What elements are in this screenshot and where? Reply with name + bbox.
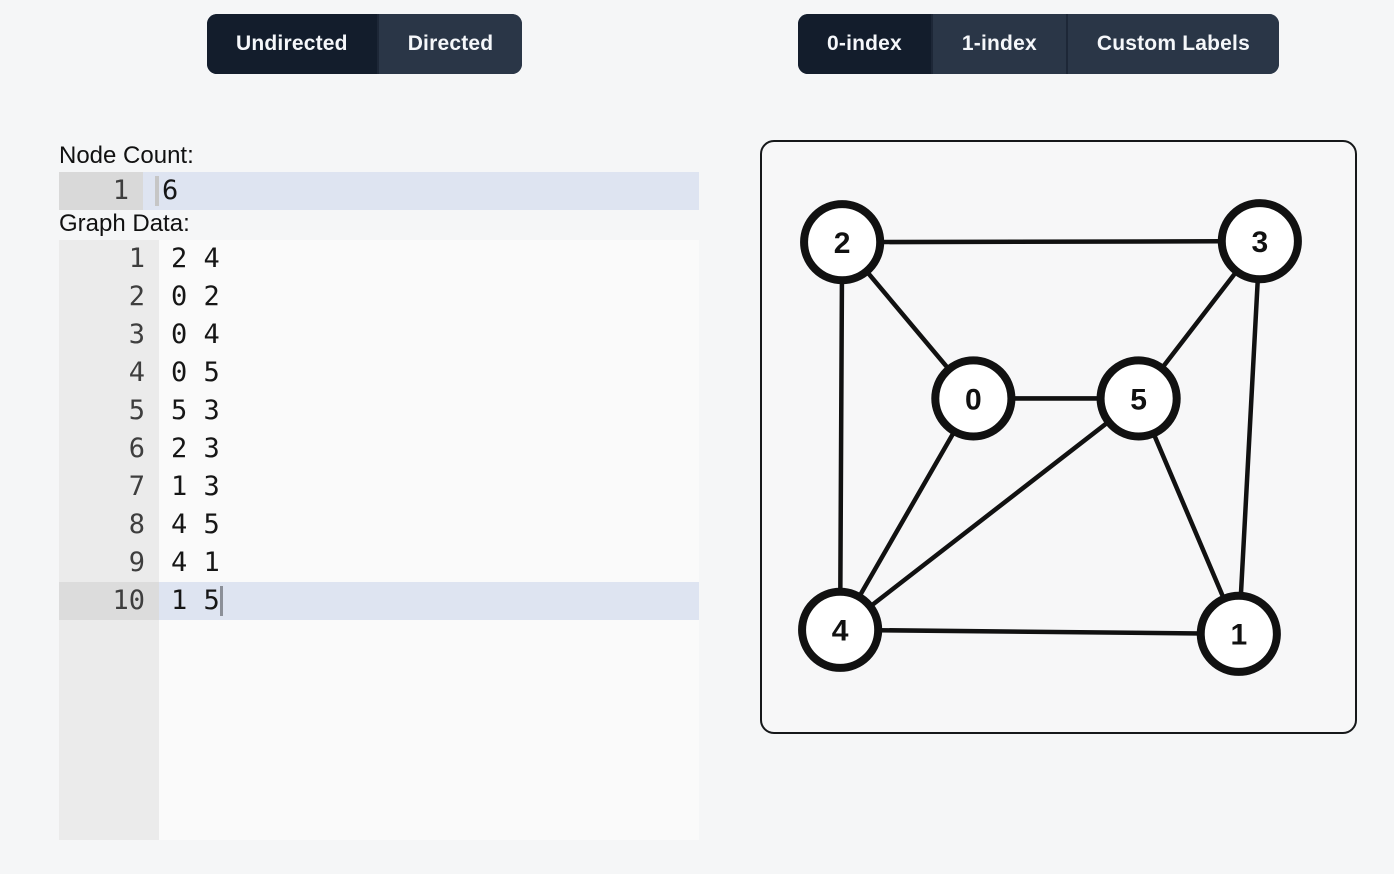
editor-line-text[interactable]: 5 3 — [171, 395, 220, 426]
node-count-value: 6 — [162, 175, 179, 206]
editor-line[interactable]: 5 5 3 — [59, 392, 699, 430]
editor-line-text[interactable]: 2 4 — [171, 243, 220, 274]
editor-line-text[interactable]: 1 5 — [159, 582, 699, 620]
editor-line[interactable]: 1 2 4 — [59, 240, 699, 278]
node-count-label: Node Count: — [59, 142, 194, 169]
graph-edge-1-5 — [1136, 396, 1242, 637]
graph-node-label: 5 — [1130, 383, 1147, 416]
editor-line[interactable]: 8 4 5 — [59, 506, 699, 544]
node-count-line-number: 1 — [59, 172, 143, 210]
editor-line-number: 2 — [59, 278, 159, 316]
graph-node-circle[interactable] — [800, 200, 885, 285]
graph-data-label: Graph Data: — [59, 210, 190, 237]
editor-line[interactable]: 4 0 5 — [59, 354, 699, 392]
graph-node-0[interactable]: 0 — [931, 356, 1016, 441]
graph-node-circle[interactable] — [798, 587, 883, 672]
editor-line-number: 1 — [59, 240, 159, 278]
text-caret — [219, 586, 223, 616]
editor-column: Node Count: 1 6 Graph Data: 1 2 4 2 0 2 3 0 4… — [59, 142, 699, 840]
graph-edge-2-4 — [837, 239, 845, 633]
text-caret — [155, 176, 159, 206]
node-count-editor[interactable]: 1 6 — [59, 172, 699, 210]
editor-line-number: 10 — [59, 582, 159, 620]
graph-edge-1-3 — [1236, 238, 1263, 637]
graph-edge-0-4 — [837, 396, 976, 633]
toggle-1-index[interactable]: 1-index — [930, 14, 1066, 74]
editor-line-number: 3 — [59, 316, 159, 354]
graph-node-5[interactable]: 5 — [1096, 356, 1181, 441]
editor-line-text[interactable]: 1 3 — [171, 471, 220, 502]
editor-line[interactable]: 9 4 1 — [59, 544, 699, 582]
editor-line-text[interactable]: 4 5 — [171, 509, 220, 540]
editor-line-number: 9 — [59, 544, 159, 582]
graph-node-label: 0 — [965, 383, 982, 416]
toggle-undirected[interactable]: Undirected — [207, 14, 377, 74]
graph-node-label: 1 — [1230, 619, 1247, 652]
editor-line-number: 7 — [59, 468, 159, 506]
graph-node-1[interactable]: 1 — [1196, 591, 1281, 676]
editor-line-text[interactable]: 0 4 — [171, 319, 220, 350]
graph-node-3[interactable]: 3 — [1217, 199, 1302, 284]
graph-edge-4-5 — [837, 396, 1141, 633]
graph-node-circle[interactable] — [1096, 356, 1181, 441]
graph-node-label: 3 — [1251, 226, 1268, 259]
toggle-custom-labels[interactable]: Custom Labels — [1065, 14, 1279, 74]
graph-node-2[interactable]: 2 — [800, 200, 885, 285]
toggle-directed[interactable]: Directed — [376, 14, 523, 74]
graph-node-circle[interactable] — [1196, 591, 1281, 676]
graph-node-4[interactable]: 4 — [798, 587, 883, 672]
editor-line[interactable]: 6 2 3 — [59, 430, 699, 468]
graph-node-circle[interactable] — [931, 356, 1016, 441]
editor-line[interactable]: 7 1 3 — [59, 468, 699, 506]
node-count-input[interactable]: 6 — [143, 172, 699, 210]
indexing-toggle-group: 0-index 1-index Custom Labels — [798, 14, 1279, 74]
graph-canvas[interactable]: 0 1 2 3 4 5 — [760, 140, 1357, 734]
graph-drawing: 0 1 2 3 4 5 — [798, 199, 1302, 676]
direction-toggle-group: Undirected Directed — [207, 14, 523, 74]
editor-line[interactable]: 3 0 4 — [59, 316, 699, 354]
graph-node-label: 4 — [832, 615, 849, 648]
editor-line-text[interactable]: 0 5 — [171, 357, 220, 388]
graph-edge-4-1 — [837, 627, 1242, 637]
graph-node-circle[interactable] — [1217, 199, 1302, 284]
editor-line-number: 4 — [59, 354, 159, 392]
editor-line-text[interactable]: 4 1 — [171, 547, 220, 578]
editor-line-text[interactable]: 0 2 — [171, 281, 220, 312]
toggle-0-index[interactable]: 0-index — [798, 14, 931, 74]
editor-line-text[interactable]: 2 3 — [171, 433, 220, 464]
editor-line-number: 5 — [59, 392, 159, 430]
graph-node-label: 2 — [834, 227, 851, 260]
editor-line-number: 6 — [59, 430, 159, 468]
graph-edge-2-3 — [839, 238, 1263, 245]
editor-line-number: 8 — [59, 506, 159, 544]
editor-line[interactable]: 2 0 2 — [59, 278, 699, 316]
